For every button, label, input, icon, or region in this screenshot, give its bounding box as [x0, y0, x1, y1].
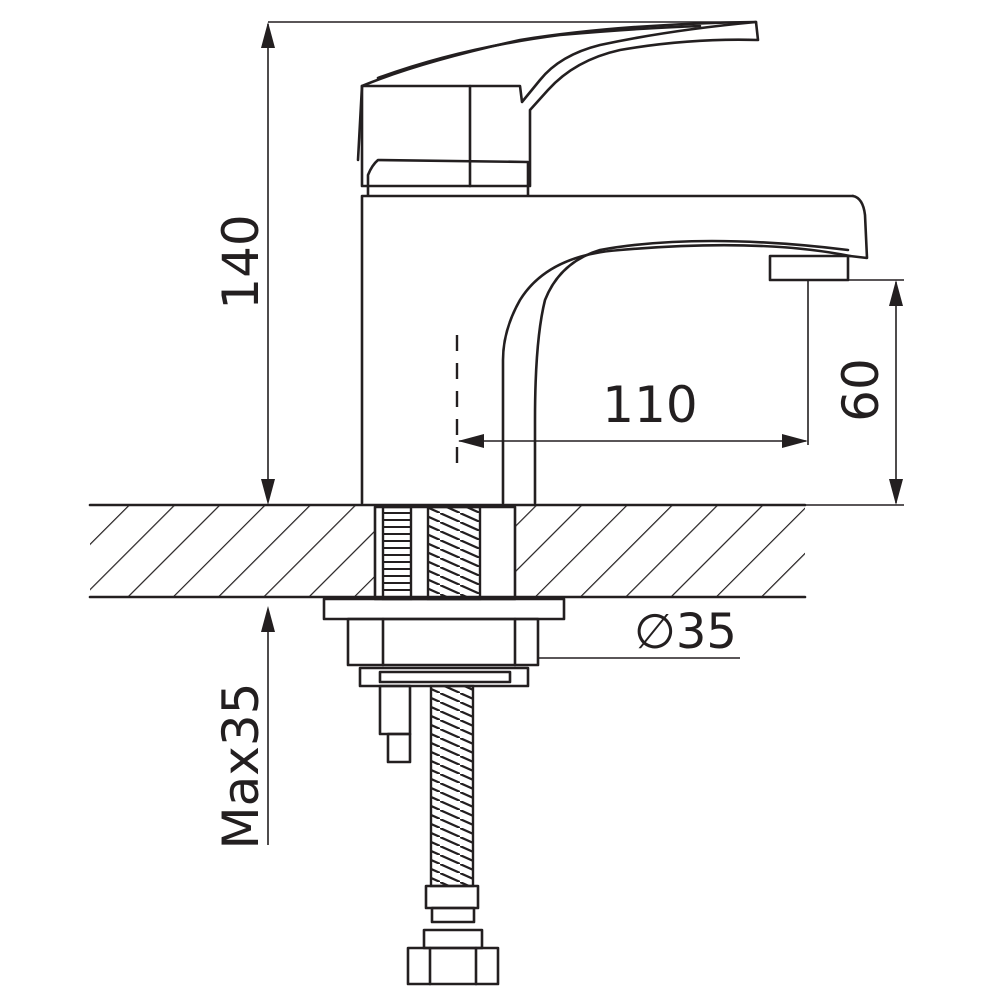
hose-through-deck — [426, 505, 482, 601]
mounting-nut — [346, 617, 540, 667]
dimension-label-110: 110 — [602, 376, 697, 434]
hose-connector-nut — [422, 928, 484, 950]
dimension-total-height: 140 — [212, 21, 750, 505]
dimension-spout-height: 60 — [805, 279, 904, 506]
deck-hatch-left — [90, 505, 375, 597]
flexible-hose — [429, 684, 475, 888]
dimension-spout-reach: 110 — [458, 280, 809, 448]
faucet-body — [360, 194, 869, 505]
deck-hatch-right — [515, 505, 805, 597]
mounting-hardware — [322, 505, 566, 986]
faucet-handle — [356, 20, 760, 197]
countertop-section — [88, 503, 807, 599]
stud-bolt — [378, 684, 412, 736]
mounting-plate — [322, 597, 566, 621]
threaded-shank — [381, 505, 413, 601]
dimension-label-60: 60 — [832, 358, 890, 422]
dimension-max-deck-thickness: Max35 — [212, 606, 275, 850]
dimension-label-140: 140 — [212, 214, 270, 309]
dimension-hole-diameter: ∅35 — [538, 604, 740, 660]
dimension-label-diameter: ∅35 — [634, 604, 737, 660]
dimension-label-max35: Max35 — [212, 683, 270, 850]
